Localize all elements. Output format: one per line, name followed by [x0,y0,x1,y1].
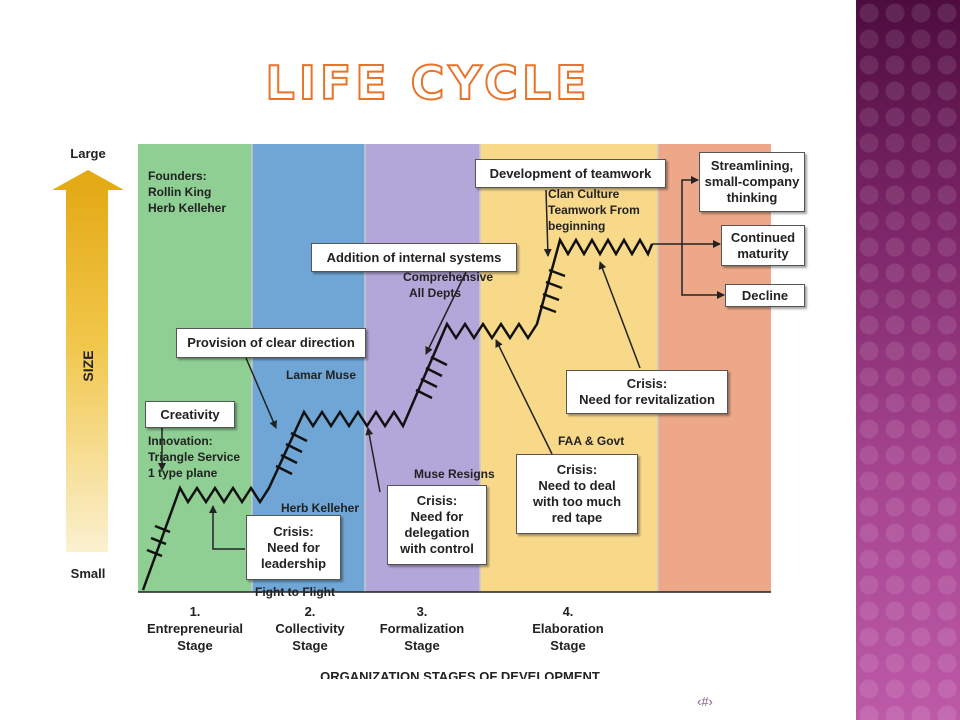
size-arrow [52,170,124,552]
stage-label-4: 4. Elaboration Stage [532,604,604,653]
continued-maturity-box: Continued maturity [721,225,805,266]
internal-systems-box: Addition of internal systems [311,243,517,272]
crisis-delegation-box: Crisis: Need for delegation with control [387,485,487,565]
crisis-revitalization-box: Crisis: Need for revitalization [566,370,728,414]
herb-kelleher-annotation: Herb Kelleher [281,501,360,515]
axis-large-label: Large [70,146,105,161]
crisis-leadership-box: Crisis: Need for leadership [246,515,341,580]
growth-path [141,236,654,591]
growth-ticks [146,268,566,558]
clan-culture-annotation: Clan Culture Teamwork From beginning [548,187,640,233]
founders-annotation: Founders: Rollin King Herb Kelleher [148,169,227,215]
page-number: ‹#› [697,694,713,709]
stage-band-5 [658,144,771,592]
faa-govt-annotation: FAA & Govt [558,434,625,448]
x-axis-title: ORGANIZATION STAGES OF DEVELOPMENT [320,669,600,679]
teamwork-box: Development of teamwork [475,159,666,188]
pointer-arrows [158,176,725,550]
decorative-side-panel [856,0,960,720]
lamar-muse-annotation: Lamar Muse [286,368,357,382]
creativity-box: Creativity [145,401,235,428]
clear-direction-box: Provision of clear direction [176,328,366,358]
decline-box: Decline [725,284,805,307]
innovation-annotation: Innovation: Triangle Service 1 type plan… [148,434,241,480]
fight-to-flight-annotation: Fight to Flight [255,585,335,599]
stage-band-1 [138,144,252,592]
x-axis-title-clip: ORGANIZATION STAGES OF DEVELOPMENT [300,667,620,679]
streamlining-box: Streamlining, small-company thinking [699,152,805,212]
stage-label-3: 3. Formalization Stage [379,604,465,653]
crisis-red-tape-box: Crisis: Need to deal with too much red t… [516,454,638,534]
size-axis-label: SIZE [80,350,96,381]
slide-title: Life Cycle [264,55,591,111]
axis-small-label: Small [71,566,106,581]
comprehensive-annotation: Comprehensive All Depts [403,270,494,300]
stage-label-2: 2. Collectivity Stage [275,604,345,653]
stage-label-1: 1. Entrepreneurial Stage [146,604,244,653]
muse-resigns-annotation: Muse Resigns [414,467,495,481]
